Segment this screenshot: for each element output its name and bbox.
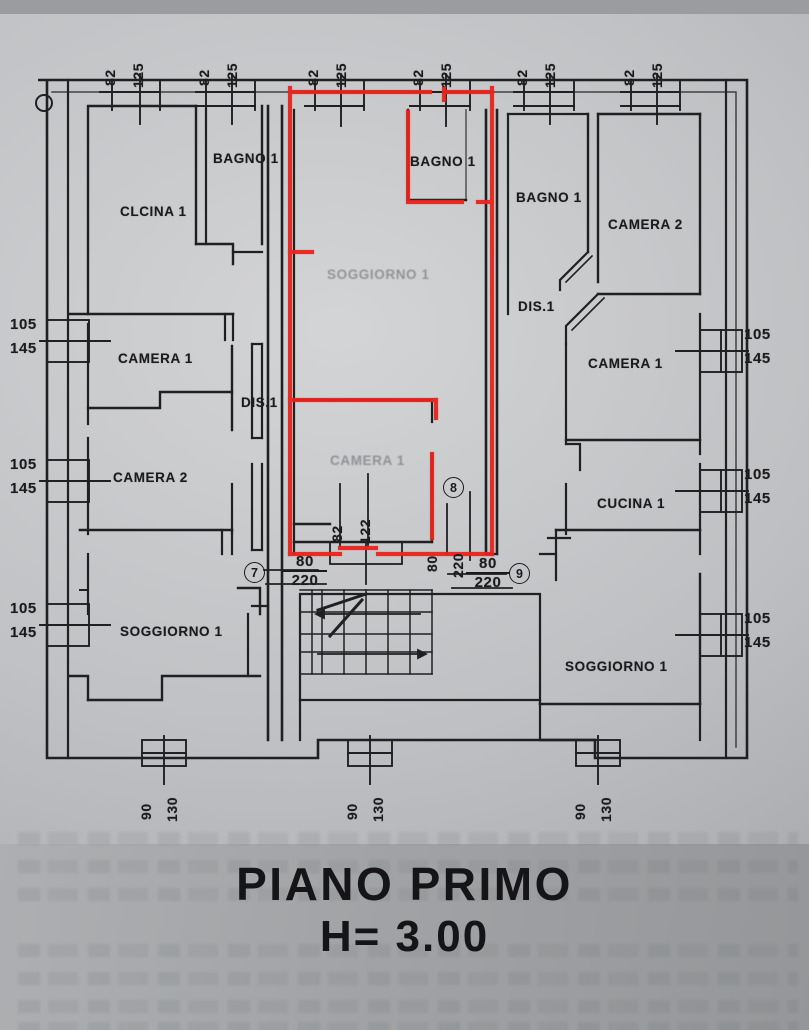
room-label-cucina-1-right: CUCINA 1 — [597, 496, 666, 511]
page-title: PIANO PRIMO — [236, 858, 573, 910]
bleed-text-line — [18, 860, 798, 873]
door-dim-height-122: 122 — [357, 518, 373, 544]
room-label-soggiorno-1-center: SOGGIORNO 1 — [327, 267, 430, 282]
window-dim-height-3: 125 — [333, 62, 349, 88]
window-dim-width-1: 82 — [102, 69, 118, 86]
room-label-camera-2-left: CAMERA 2 — [113, 470, 188, 485]
left-window-ticks — [39, 319, 111, 647]
door-marker-7: 7 — [244, 562, 265, 583]
door-dim-width-82: 82 — [329, 525, 345, 542]
right-dim-bottom-3: 145 — [744, 634, 771, 651]
left-dim-bottom-1: 145 — [10, 340, 37, 357]
left-dim-bottom-3: 145 — [10, 624, 37, 641]
room-label-camera-1-left: CAMERA 1 — [118, 351, 193, 366]
scanned-sheet: CLCINA 1 BAGNO 1 CAMERA 1 DIS.1 CAMERA 2… — [0, 14, 809, 1030]
door-dim-fraction-left: 80 220 — [283, 554, 327, 588]
room-label-cucina-1-left: CLCINA 1 — [120, 204, 187, 219]
door-dim-right-height: 220 — [474, 574, 502, 591]
bottom-dim-width-2: 90 — [344, 803, 360, 820]
window-dim-height-6: 125 — [649, 62, 665, 88]
bottom-dim-width-1: 90 — [138, 803, 154, 820]
room-label-camera-1-right: CAMERA 1 — [588, 356, 663, 371]
red-markup-overlay — [287, 85, 495, 557]
right-dim-bottom-1: 145 — [744, 350, 771, 367]
window-dim-width-2: 82 — [196, 69, 212, 86]
door-dim-height-220-center: 220 — [450, 552, 466, 578]
room-label-bagno-1-right: BAGNO 1 — [516, 190, 582, 205]
bottom-window-ticks — [141, 735, 621, 785]
bleed-text-line — [18, 832, 798, 845]
right-dim-bottom-2: 145 — [744, 490, 771, 507]
door-dim-left-width: 80 — [296, 553, 314, 570]
window-dim-width-6: 82 — [621, 69, 637, 86]
right-dim-top-3: 105 — [744, 610, 771, 627]
room-label-camera-2-right: CAMERA 2 — [608, 217, 683, 232]
right-dim-top-2: 105 — [744, 466, 771, 483]
door-dim-left-height: 220 — [291, 572, 319, 589]
paper-surface — [0, 14, 809, 844]
fraction-bar — [466, 572, 510, 574]
bleed-text-line — [18, 888, 798, 901]
bleed-text-line — [18, 972, 798, 985]
window-dim-width-5: 82 — [514, 69, 530, 86]
room-label-soggiorno-1-left: SOGGIORNO 1 — [120, 624, 223, 639]
bottom-dim-height-2: 130 — [370, 796, 386, 822]
window-dimension-ticks — [99, 73, 681, 127]
window-dim-height-1: 125 — [130, 62, 146, 88]
bleed-text-line — [18, 944, 798, 957]
left-dim-top-2: 105 — [10, 456, 37, 473]
corner-marker-icon — [35, 94, 53, 112]
stair-treads — [299, 589, 433, 675]
room-label-bagno-1-left: BAGNO 1 — [213, 151, 279, 166]
door-marker-9: 9 — [509, 563, 530, 584]
bottom-dim-width-3: 90 — [572, 803, 588, 820]
right-dim-top-1: 105 — [744, 326, 771, 343]
window-dim-height-2: 125 — [224, 62, 240, 88]
window-dim-width-3: 82 — [305, 69, 321, 86]
room-label-dis-1-right: DIS.1 — [518, 299, 555, 314]
window-dim-width-4: 82 — [410, 69, 426, 86]
door-dim-fraction-right: 80 220 — [466, 556, 510, 590]
door-dim-right-width: 80 — [479, 555, 497, 572]
stair-direction-arrow — [313, 608, 429, 660]
bottom-dim-height-3: 130 — [598, 796, 614, 822]
fraction-bar — [283, 570, 327, 572]
outer-wall — [38, 78, 749, 760]
room-label-camera-1-center: CAMERA 1 — [330, 453, 405, 468]
left-dim-top-1: 105 — [10, 316, 37, 333]
bottom-dim-height-1: 130 — [164, 796, 180, 822]
room-label-soggiorno-1-right: SOGGIORNO 1 — [565, 659, 668, 674]
title-block: PIANO PRIMO H= 3.00 — [0, 860, 809, 962]
bleed-text-line — [18, 1022, 798, 1030]
bleed-text-line — [18, 1000, 798, 1013]
window-dim-height-4: 125 — [438, 62, 454, 88]
right-window-ticks — [675, 329, 749, 657]
left-dim-bottom-2: 145 — [10, 480, 37, 497]
window-dim-height-5: 125 — [542, 62, 558, 88]
room-label-dis-1-left: DIS.1 — [241, 395, 278, 410]
door-dim-width-80-center: 80 — [424, 555, 440, 572]
left-dim-top-3: 105 — [10, 600, 37, 617]
ceiling-height-note: H= 3.00 — [319, 912, 490, 962]
door-marker-8: 8 — [443, 477, 464, 498]
room-label-bagno-1-center: BAGNO 1 — [410, 154, 476, 169]
